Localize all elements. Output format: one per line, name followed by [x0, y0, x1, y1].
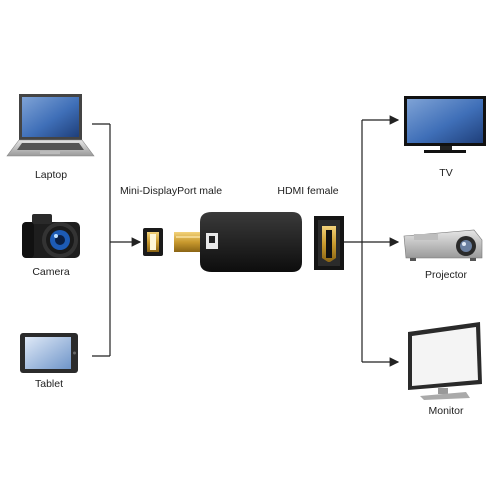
camera-label: Camera [32, 266, 70, 278]
hdmi-female-label: HDMI female [277, 185, 339, 197]
laptop-icon [6, 94, 95, 157]
camera-icon [22, 214, 80, 258]
monitor-icon [408, 322, 482, 400]
tablet-label: Tablet [34, 378, 64, 390]
tablet-icon [20, 333, 78, 373]
tv-icon [404, 96, 486, 153]
projector-label: Projector [424, 269, 467, 281]
adapter-body [174, 212, 302, 272]
tv-label: TV [439, 167, 453, 179]
input-connector-lines [92, 123, 142, 357]
hdmi-female-port [314, 216, 344, 270]
monitor-label: Monitor [428, 405, 464, 417]
mini-displayport-label: Mini-DisplayPort male [119, 185, 223, 197]
projector-icon [403, 229, 483, 261]
output-connector-lines [344, 115, 400, 367]
mini-displayport-connector [143, 228, 163, 256]
laptop-label: Laptop [34, 169, 68, 181]
